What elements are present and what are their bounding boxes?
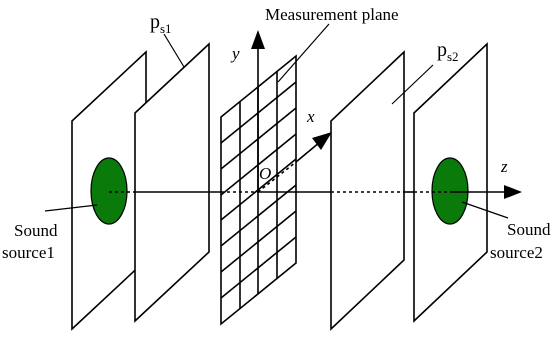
z-arrowhead	[504, 185, 522, 199]
sound-source-2	[431, 157, 469, 225]
ps1-label: ps1	[150, 11, 172, 36]
leader-measurement-plane	[277, 23, 330, 83]
sound-source-1	[90, 157, 128, 225]
grid-line	[220, 184, 297, 247]
leader-ps2	[391, 64, 434, 105]
x-axis-label: x	[306, 107, 315, 126]
sound-source-1-label-line2: source1	[2, 243, 55, 262]
z-axis	[109, 185, 522, 199]
y-axis-label: y	[230, 44, 240, 63]
y-axis	[251, 30, 265, 192]
grid-line	[220, 236, 297, 299]
leader-ps1	[163, 33, 185, 68]
z-axis-label: z	[500, 157, 508, 176]
leader-source-2	[461, 201, 509, 219]
grid-line	[220, 210, 297, 273]
x-arrowhead	[312, 132, 332, 150]
sound-source-2-label-line1: Sound	[507, 220, 551, 239]
ps2-label: ps2	[437, 39, 459, 64]
y-arrowhead	[251, 30, 265, 49]
measurement-plane-label: Measurement plane	[265, 5, 399, 24]
sound-source-1-label-line1: Sound	[14, 221, 58, 240]
plane-ps2	[330, 50, 405, 331]
plane-ps1	[134, 42, 210, 323]
x-axis	[257, 132, 332, 193]
sound-source-2-label-line2: source2	[490, 243, 543, 262]
origin-label: O	[259, 164, 271, 183]
leader-source-1	[44, 204, 98, 212]
